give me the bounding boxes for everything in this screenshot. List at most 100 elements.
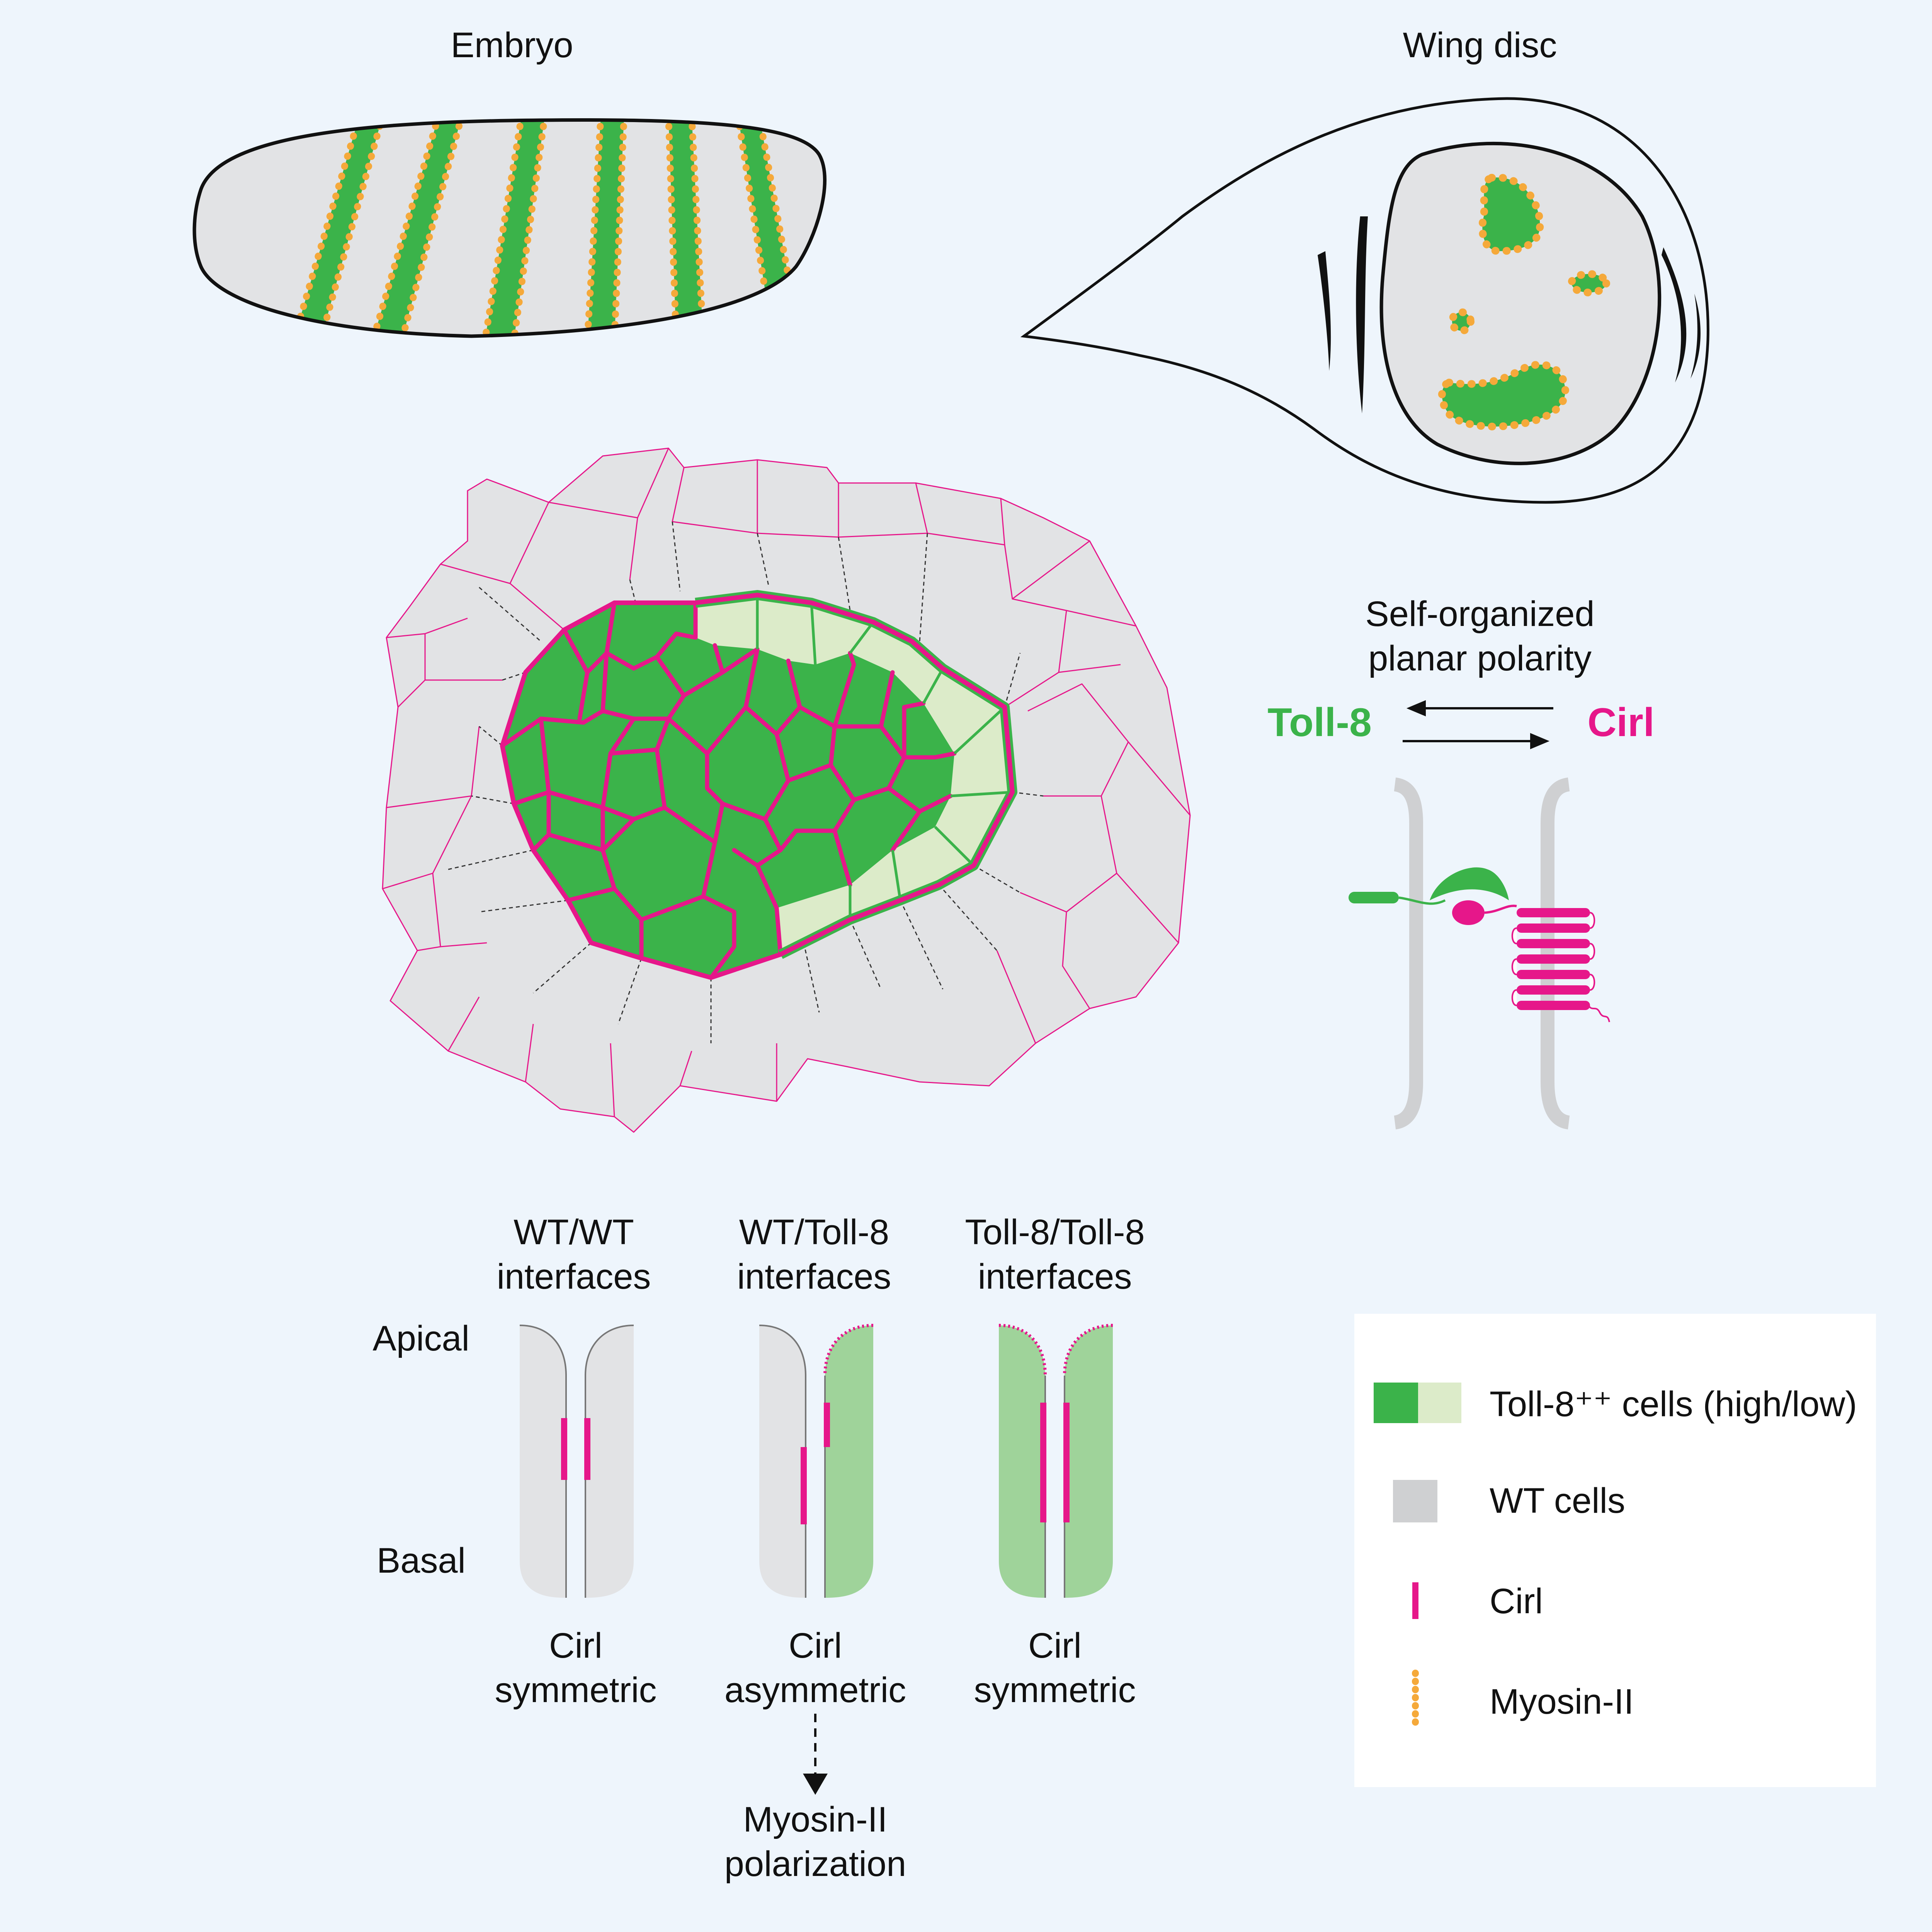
cirl-helix-loop	[1511, 927, 1517, 944]
clone-cell-edge	[600, 747, 667, 821]
clone-low-cell-edge	[922, 668, 944, 704]
embryo-stripe-myosin	[317, 120, 386, 337]
clone-cell-edge	[639, 894, 736, 980]
legend-label-cirl: Cirl	[1490, 1582, 1543, 1621]
myosin-apical-line	[1063, 1324, 1113, 1376]
interface-2-result-line1: Cirl	[789, 1626, 842, 1665]
clone-cell-edge	[720, 647, 760, 675]
embryo-stripe-myosin	[369, 120, 442, 337]
self-organized-title-line2: planar polarity	[1368, 639, 1592, 678]
embryo-stripe-myosin	[481, 120, 525, 337]
cirl-helix	[1517, 954, 1590, 964]
wing-clone-3	[1448, 308, 1475, 335]
legend-swatch-toll8-high	[1374, 1383, 1418, 1423]
wt-cell-edge	[510, 583, 565, 631]
wt-dashed-edge	[672, 521, 681, 592]
wt-cell-edge	[386, 795, 472, 808]
wt-dashed-edge	[533, 942, 592, 994]
wt-cell-left	[759, 1325, 806, 1598]
clone-cell-edge	[655, 631, 698, 659]
wt-dashed-edges	[448, 521, 1044, 1043]
legend-swatch-wt	[1393, 1480, 1437, 1522]
wt-cell-edge	[629, 517, 638, 580]
interface-wt-wt	[519, 1325, 634, 1598]
embryo-stripe-myosin	[510, 120, 548, 337]
wing-clone-1	[1478, 173, 1544, 255]
wing-fold-line-4	[1690, 294, 1701, 379]
clone-cell-edge	[832, 651, 856, 729]
wt-cell-edge	[440, 942, 487, 947]
legend-swatch-cirl	[1412, 1582, 1418, 1619]
clone-low-cell-edge	[810, 602, 817, 665]
wt-dashed-edge	[938, 884, 998, 951]
wt-cell-edge	[447, 997, 480, 1051]
wt-dashed-edge	[803, 942, 820, 1013]
wing-clone-2	[1568, 270, 1610, 296]
toll8-cell-left	[999, 1325, 1045, 1598]
wt-dashed-edge	[838, 537, 851, 611]
wing-fold-line-1	[1318, 251, 1331, 371]
clone-outer-boundary	[500, 593, 1015, 980]
wt-cell-right	[585, 1325, 634, 1598]
embryo-title: Embryo	[451, 26, 573, 65]
embryo-stripe-myosin	[584, 120, 604, 337]
clone-high-region	[502, 603, 954, 978]
wt-dashed-edge	[849, 919, 882, 990]
cirl-label: Cirl	[1587, 700, 1654, 745]
interface-1-result-line1: Cirl	[549, 1626, 602, 1665]
embryo-stripe-myosin	[611, 120, 628, 337]
wt-dashed-edge	[479, 726, 503, 747]
legend-label-toll8-cells: Toll-8⁺⁺ cells (high/low)	[1490, 1384, 1857, 1424]
embryo-stripe-myosin	[665, 120, 680, 337]
clone-low-cell-edge	[849, 621, 874, 654]
legend-label-myosin: Myosin-II	[1490, 1682, 1634, 1721]
embryo-stripe	[485, 120, 545, 337]
wt-cell-edge	[1027, 683, 1191, 816]
wt-cell-edge	[610, 1043, 615, 1117]
legend-swatch-toll8-low	[1418, 1383, 1461, 1423]
cirl-bar	[584, 1418, 590, 1480]
clone-tissue	[382, 447, 1191, 1133]
wt-cell-edge	[679, 1051, 692, 1086]
clone-cell-edge	[902, 701, 926, 760]
interface-toll8-toll8	[998, 1324, 1113, 1598]
dashed-arrow-to-myosin	[803, 1714, 828, 1795]
cirl-bar	[1063, 1403, 1070, 1522]
wing-clone-4	[1438, 361, 1569, 430]
cirl-protein-icon	[1452, 900, 1610, 1022]
clone-cell-edge	[890, 809, 922, 852]
cirl-helix	[1517, 908, 1590, 917]
wt-cell-edge	[386, 633, 426, 708]
clone-cell-edge	[666, 716, 725, 806]
interface-3-title-line2: interfaces	[978, 1257, 1132, 1296]
embryo-stripe-myosin	[290, 120, 363, 337]
interface-1-result-line2: symmetric	[495, 1670, 656, 1710]
cirl-helix-loop	[1511, 958, 1517, 975]
cirl-helix	[1517, 939, 1590, 948]
interface-wt-toll8	[759, 1324, 874, 1598]
embryo-outline	[192, 118, 827, 338]
clone-cell-edge	[832, 828, 852, 887]
toll8-label: Toll-8	[1267, 700, 1372, 745]
clone-cell-edge	[577, 670, 590, 721]
interface-2-title-line1: WT/Toll-8	[739, 1213, 889, 1252]
wt-cell-edge	[672, 460, 758, 534]
clone-low-cell-edge	[891, 850, 902, 901]
wt-dashed-edge	[448, 849, 534, 870]
wt-cell-edge	[425, 617, 468, 634]
interface-3-title-line1: Toll-8/Toll-8	[965, 1213, 1145, 1252]
wing-disc-title: Wing disc	[1403, 26, 1557, 65]
wt-dashed-edge	[757, 533, 770, 588]
interface-1-title-line1: WT/WT	[514, 1213, 634, 1252]
cirl-helix-loop	[1590, 912, 1595, 929]
toll8-cell-right	[825, 1325, 873, 1598]
clone-cell-edge	[705, 705, 748, 756]
embryo-stripe	[294, 120, 383, 337]
membrane-right	[1541, 777, 1570, 1129]
wing-disc-panel: Wing disc	[1020, 26, 1709, 504]
legend-label-wt-cells: WT cells	[1490, 1481, 1625, 1520]
interface-3-result-line1: Cirl	[1028, 1626, 1082, 1665]
clone-cell-edge	[879, 670, 895, 729]
self-organized-title-line1: Self-organized	[1365, 594, 1594, 634]
